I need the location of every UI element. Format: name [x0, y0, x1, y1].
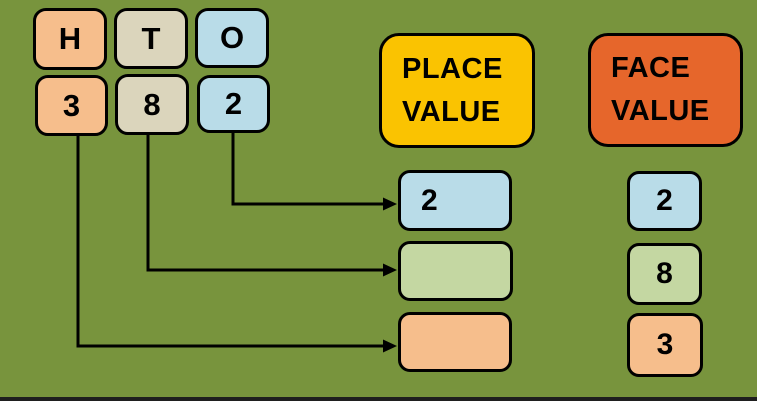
hto-header-tens: T [114, 8, 188, 69]
face-value-box-ones: 2 [627, 171, 702, 231]
place-value-box-tens [398, 241, 513, 301]
arrow-line-ones [231, 133, 384, 206]
face-value-box-tens: 8 [627, 243, 702, 305]
place-value-heading: PLACE VALUE [379, 33, 535, 148]
digit-tens: 8 [115, 74, 189, 135]
arrow-head-ones [383, 197, 397, 211]
digit-ones: 2 [197, 75, 270, 133]
hto-header-ones: O [195, 8, 269, 68]
hto-header-hundreds: H [33, 8, 107, 70]
place-value-heading-line1: PLACE [402, 52, 503, 85]
face-value-heading-line1: FACE [611, 52, 691, 85]
arrow-head-hundreds [383, 339, 397, 353]
place-value-heading-line2: VALUE [402, 95, 501, 128]
arrow-line-tens [146, 135, 384, 272]
arrow-head-tens [383, 263, 397, 277]
face-value-heading: FACE VALUE [588, 33, 743, 147]
place-value-box-ones: 2 [398, 170, 512, 231]
digit-hundreds: 3 [35, 75, 108, 136]
place-value-box-hundreds [398, 312, 512, 372]
bottom-edge-bar [0, 397, 757, 401]
arrow-line-hundreds [76, 136, 384, 348]
face-value-heading-line2: VALUE [611, 95, 710, 127]
face-value-box-hundreds: 3 [627, 313, 703, 377]
